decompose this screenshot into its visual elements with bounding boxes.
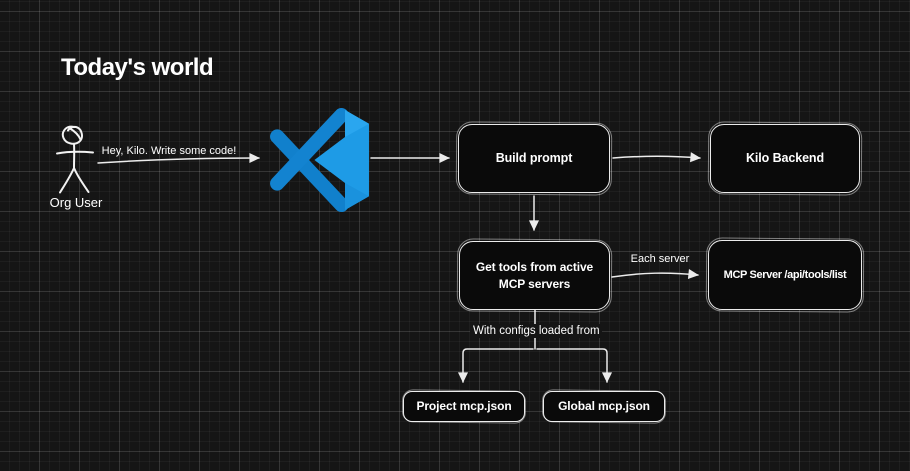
edge-label-with-configs[interactable]: With configs loaded from bbox=[470, 324, 602, 338]
node-kilo-backend[interactable]: Kilo Backend bbox=[710, 124, 860, 193]
stick-figure-icon[interactable] bbox=[50, 124, 100, 198]
node-global-mcp-json-label: Global mcp.json bbox=[558, 399, 650, 414]
edge-label-each-server[interactable]: Each server bbox=[630, 253, 690, 265]
node-mcp-server[interactable]: MCP Server /api/tools/list bbox=[708, 240, 862, 310]
stick-figure-arms bbox=[56, 150, 94, 155]
node-project-mcp-json-label: Project mcp.json bbox=[416, 399, 512, 414]
node-build-prompt-label: Build prompt bbox=[495, 151, 573, 166]
vscode-chevron bbox=[314, 110, 369, 210]
arrow-configs-to-global-mcp[interactable] bbox=[536, 348, 613, 383]
node-project-mcp-json[interactable]: Project mcp.json bbox=[403, 391, 525, 422]
node-get-tools-label: Get tools from active MCP servers bbox=[475, 260, 594, 291]
node-get-tools[interactable]: Get tools from active MCP servers bbox=[459, 241, 610, 310]
vscode-swoosh-top-left bbox=[270, 129, 349, 213]
arrow-get-tools-to-mcp-server[interactable] bbox=[611, 269, 699, 280]
node-kilo-backend-label: Kilo Backend bbox=[746, 151, 824, 166]
stick-figure-right-leg bbox=[73, 167, 90, 193]
arrow-build-prompt-to-kilo-backend[interactable] bbox=[612, 152, 701, 163]
arrow-configs-to-project-mcp[interactable] bbox=[457, 348, 534, 383]
stick-figure-left-leg bbox=[59, 167, 75, 194]
page-title[interactable]: Today's world bbox=[61, 54, 214, 81]
vscode-chevron-bottom-fold bbox=[345, 182, 369, 210]
node-global-mcp-json[interactable]: Global mcp.json bbox=[543, 391, 665, 422]
vscode-logo-icon[interactable] bbox=[268, 107, 370, 213]
stick-figure-head bbox=[61, 125, 83, 145]
arrow-user-to-vscode[interactable] bbox=[97, 152, 260, 164]
stick-figure-head-scribble bbox=[69, 127, 82, 141]
node-mcp-server-label: MCP Server /api/tools/list bbox=[723, 268, 847, 281]
vscode-swoosh-bottom-left bbox=[270, 107, 349, 191]
edge-label-user-message[interactable]: Hey, Kilo. Write some code! bbox=[101, 145, 237, 157]
actor-label[interactable]: Org User bbox=[49, 195, 103, 210]
node-build-prompt[interactable]: Build prompt bbox=[458, 124, 610, 193]
vscode-chevron-top-fold bbox=[345, 110, 369, 138]
